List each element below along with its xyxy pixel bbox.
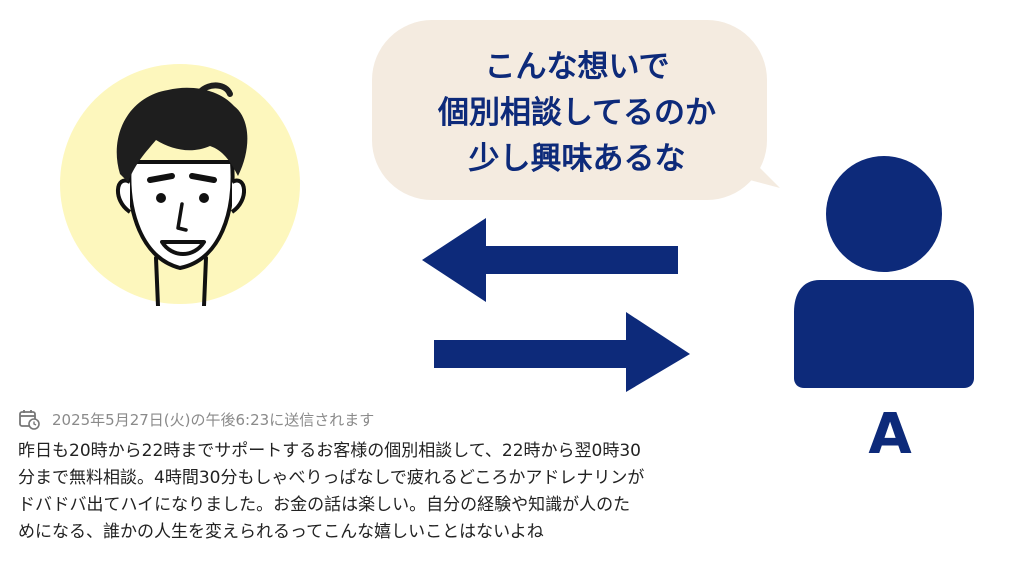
speech-bubble-text: こんな想いで 個別相談してるのか 少し興味あるな	[372, 44, 782, 182]
smiling-man-portrait-icon	[60, 64, 300, 308]
post-body: 昨日も20時から22時までサポートするお客様の個別相談して、22時から翌0時30…	[18, 438, 808, 546]
arrow-left-icon	[422, 218, 678, 302]
post-line: 昨日も20時から22時までサポートするお客様の個別相談して、22時から翌0時30	[18, 441, 641, 461]
arrows-graphic	[422, 218, 690, 392]
post-line: めになる、誰かの人生を変えられるってこんな嬉しいことはないよね	[18, 522, 544, 542]
speech-bubble: こんな想いで 個別相談してるのか 少し興味あるな	[372, 20, 782, 203]
exchange-arrows	[420, 216, 700, 392]
portrait-illustration	[60, 62, 300, 308]
arrow-right-icon	[434, 312, 690, 392]
post-line: ドバドバ出てハイになりました。お金の話は楽しい。自分の経験や知識が人のた	[18, 495, 631, 515]
speech-line: 少し興味あるな	[468, 141, 686, 177]
speech-bubble-shape	[372, 20, 780, 200]
user-label: A	[868, 402, 912, 467]
speech-line: こんな想いで	[484, 49, 670, 85]
user-a-figure	[790, 150, 980, 390]
schedule-info: 2025年5月27日(火)の午後6:23に送信されます	[18, 406, 374, 432]
scheduled-calendar-clock-icon	[19, 410, 40, 430]
schedule-text: 2025年5月27日(火)の午後6:23に送信されます	[52, 410, 375, 429]
speech-line: 個別相談してるのか	[437, 95, 717, 131]
person-icon	[794, 156, 974, 388]
post-line: 分まで無料相談。4時間30分もしゃべりっぱなしで疲れるどころかアドレナリンが	[18, 468, 645, 488]
